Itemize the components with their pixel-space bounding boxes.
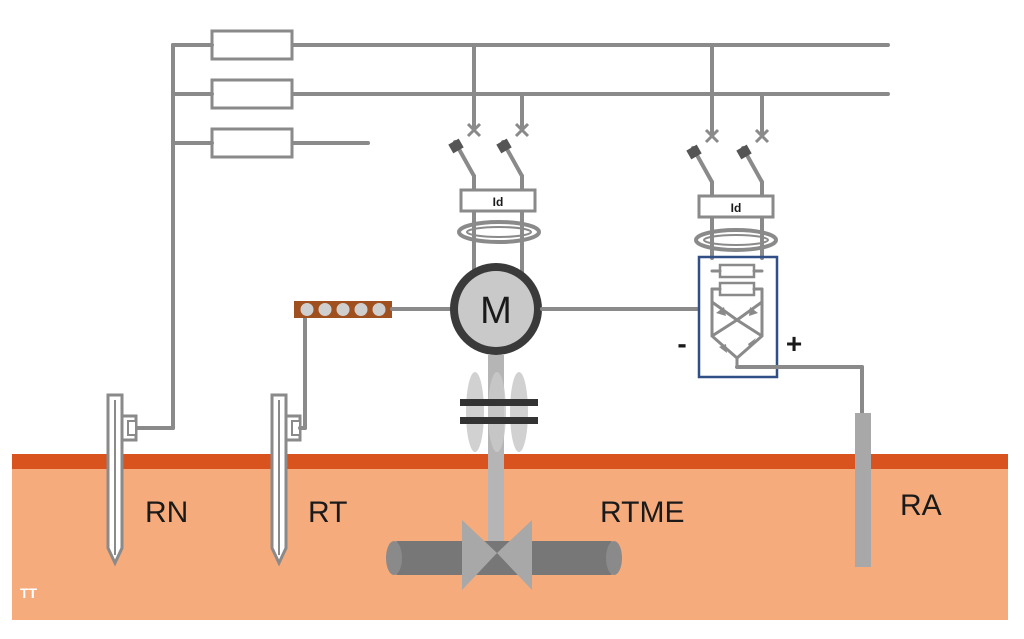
left-rcd-label: Id: [493, 195, 504, 209]
rn-label: RN: [145, 496, 188, 529]
right-feeder: [686, 43, 778, 260]
fuse-1: [210, 29, 294, 61]
rectifier-box: [697, 255, 864, 415]
motor: [450, 263, 699, 355]
rectifier-minus: -: [677, 328, 686, 359]
ground: [12, 454, 1008, 620]
earthing-terminal-bar: [294, 301, 454, 318]
system-label: TT: [20, 585, 38, 601]
shaft-coupling: [460, 355, 538, 545]
fuse-2: [210, 78, 294, 110]
ra-label: RA: [900, 489, 942, 522]
ground-surface: [12, 454, 1008, 469]
rtme-label: RTME: [600, 496, 684, 529]
motor-symbol: M: [480, 290, 512, 332]
rt-label: RT: [308, 496, 347, 529]
rectifier-plus: +: [786, 328, 802, 359]
rn-electrode: [106, 393, 138, 567]
rt-electrode: [270, 316, 307, 567]
left-feeder: [448, 43, 541, 302]
right-rcd-label: Id: [731, 201, 742, 215]
ra-electrode: [855, 413, 871, 567]
fuse-3: [210, 127, 294, 159]
metal-pipe-valve: [386, 520, 622, 590]
supply-network: [134, 29, 890, 430]
